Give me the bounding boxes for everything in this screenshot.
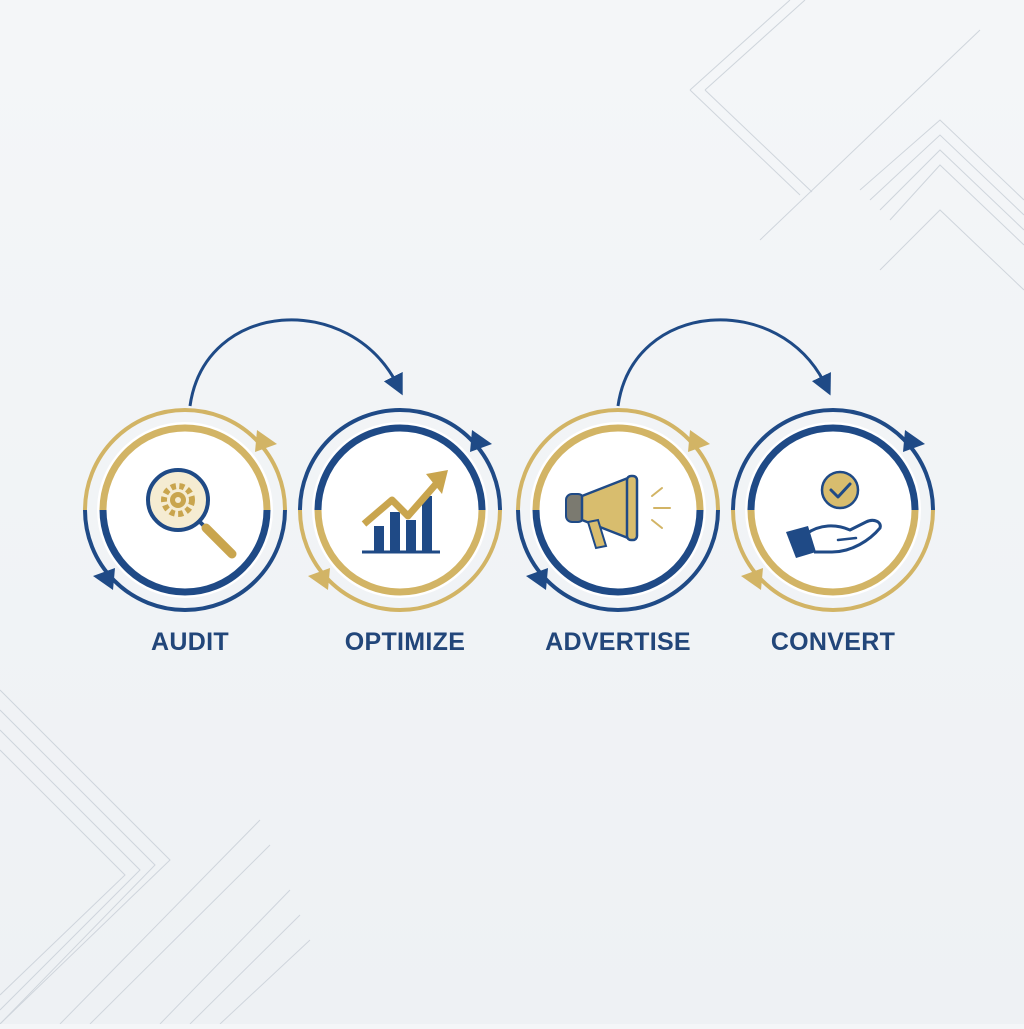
hand-check-icon — [786, 470, 882, 558]
ring-arrowhead — [526, 568, 548, 590]
connector-arrow-audit-optimize — [188, 318, 403, 407]
ring-arrowhead — [93, 568, 115, 590]
connector-arrow-advertise-convert — [616, 318, 831, 407]
ring-arrowhead — [255, 430, 277, 452]
ring-arrowhead — [741, 568, 763, 590]
ring-arrowhead — [470, 430, 492, 452]
step-ring-convert — [731, 408, 935, 612]
step-label-convert: CONVERT — [770, 628, 896, 656]
step-label-advertise: ADVERTISE — [545, 628, 691, 656]
decorative-lines-bottom-left — [0, 689, 311, 1025]
growth-chart-icon — [361, 470, 448, 554]
ring-arrowhead — [308, 568, 330, 590]
ring-arrowhead — [688, 430, 710, 452]
decorative-lines-top-right — [689, 0, 1024, 291]
step-label-optimize: OPTIMIZE — [344, 628, 466, 656]
megaphone-icon — [565, 474, 671, 550]
magnifier-gear-icon — [146, 468, 237, 559]
step-label-audit: AUDIT — [151, 628, 229, 656]
ring-arrowhead — [903, 430, 925, 452]
